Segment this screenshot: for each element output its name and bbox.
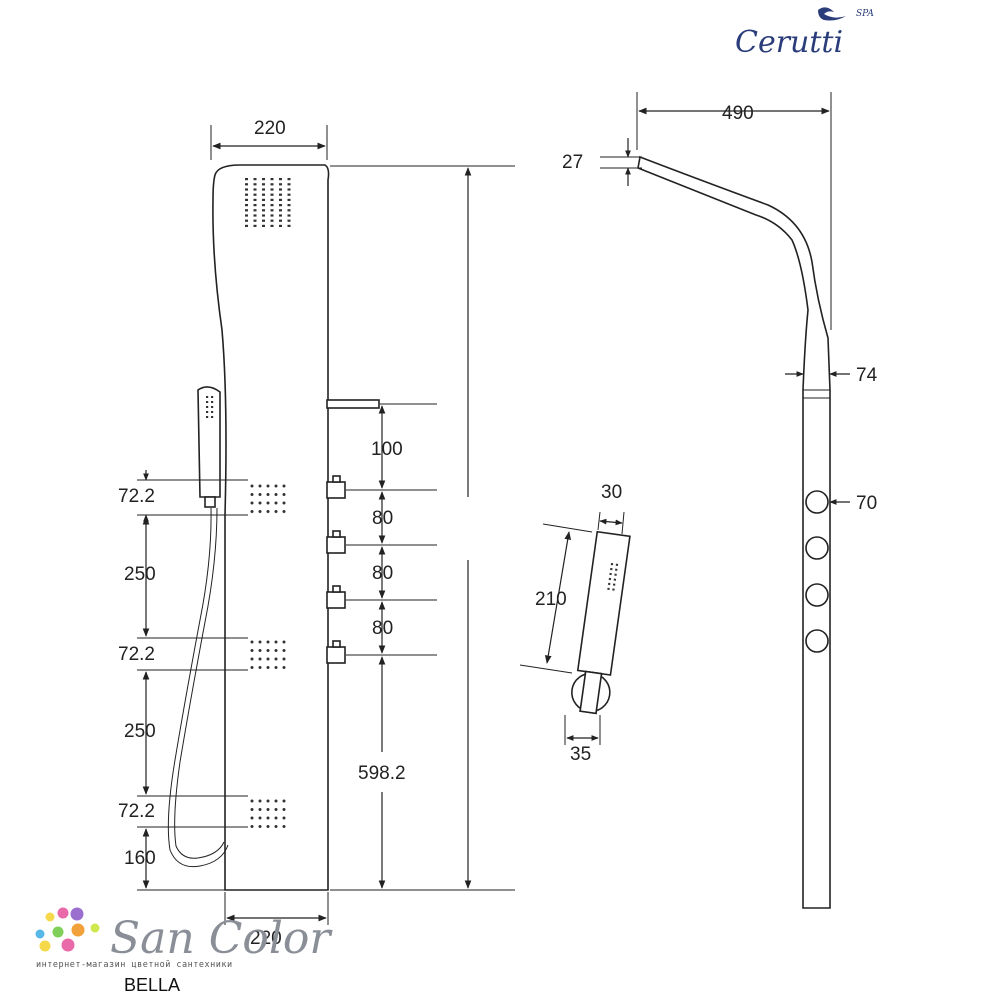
dim-panel-width-top: 220 (254, 118, 286, 139)
front-dimensions: 220 100 80 80 80 598.2 72.2 250 72 (118, 118, 515, 949)
sancolor-logo: San Color интернет-магазин цветной санте… (35, 907, 333, 970)
color-dot (45, 912, 55, 922)
dim-jet-spacing-1: 250 (124, 564, 156, 585)
cerutti-logo-superscript: SPA (856, 9, 874, 19)
cerutti-logo-text: Cerutti (735, 25, 843, 60)
color-dot (52, 926, 64, 938)
body-jet (250, 640, 286, 669)
side-dimensions: 490 27 74 70 (562, 92, 878, 514)
dim-handshower-width: 30 (601, 482, 622, 503)
color-dot (70, 907, 84, 921)
spout-nub-front (326, 399, 380, 409)
dim-valve-spacing-1: 80 (372, 508, 393, 529)
dim-jet-height-3: 72.2 (118, 801, 155, 822)
body-jet (250, 799, 286, 828)
valve-knob (326, 585, 346, 609)
side-view (637, 155, 831, 909)
dim-handshower-length: 210 (535, 589, 567, 610)
bird-icon (818, 7, 846, 21)
valve-knob (326, 640, 346, 664)
cerutti-logo: Cerutti SPA (735, 7, 874, 60)
handshower-detail-nozzles (607, 562, 619, 591)
dim-jet-bottom-offset: 160 (124, 848, 156, 869)
dim-spout-thickness: 27 (562, 152, 583, 173)
side-knob (805, 583, 829, 607)
dim-valve-spacing-2: 80 (372, 563, 393, 584)
color-dot (57, 907, 69, 919)
color-dot (61, 938, 75, 952)
dim-panel-depth: 74 (856, 365, 878, 386)
handshower-nozzles (206, 396, 214, 418)
shower-hose (167, 507, 229, 868)
panel-front-outline (212, 164, 330, 891)
handshower-front (167, 386, 229, 868)
dim-valve-spacing-3: 80 (372, 618, 393, 639)
dim-jet-height-1: 72.2 (118, 486, 155, 507)
side-knobs (805, 490, 829, 653)
handshower-detail-dims: 210 30 35 (519, 482, 625, 765)
valve-knob (326, 475, 346, 499)
dim-panel-width-bottom: 220 (250, 928, 282, 949)
body-jet (250, 484, 286, 513)
side-knob (805, 536, 829, 560)
panel-side-outline (637, 155, 831, 909)
handshower-detail (571, 530, 631, 715)
body-jets (250, 484, 286, 828)
dim-valve-top-offset: 100 (371, 439, 403, 460)
side-knob (805, 490, 829, 514)
dim-jet-spacing-2: 250 (124, 721, 156, 742)
dim-holder-width: 35 (570, 744, 591, 765)
valve-knob (326, 530, 346, 554)
dim-jet-height-2: 72.2 (118, 644, 155, 665)
valve-knobs (326, 475, 346, 664)
sancolor-tagline: интернет-магазин цветной сантехники (36, 960, 233, 970)
front-view (167, 164, 380, 891)
side-knob (805, 629, 829, 653)
color-dot (39, 940, 51, 952)
dim-valve-to-bottom: 598.2 (358, 763, 406, 784)
color-dot (71, 923, 85, 937)
rain-shower-nozzles (245, 178, 291, 227)
model-name: BELLA (124, 975, 180, 995)
color-dots-icon (35, 907, 100, 952)
dim-spout-reach: 490 (722, 103, 754, 124)
color-dot (35, 929, 45, 939)
sancolor-logo-text: San Color (110, 913, 333, 964)
dim-knob-diameter: 70 (856, 493, 877, 514)
color-dot (90, 923, 100, 933)
